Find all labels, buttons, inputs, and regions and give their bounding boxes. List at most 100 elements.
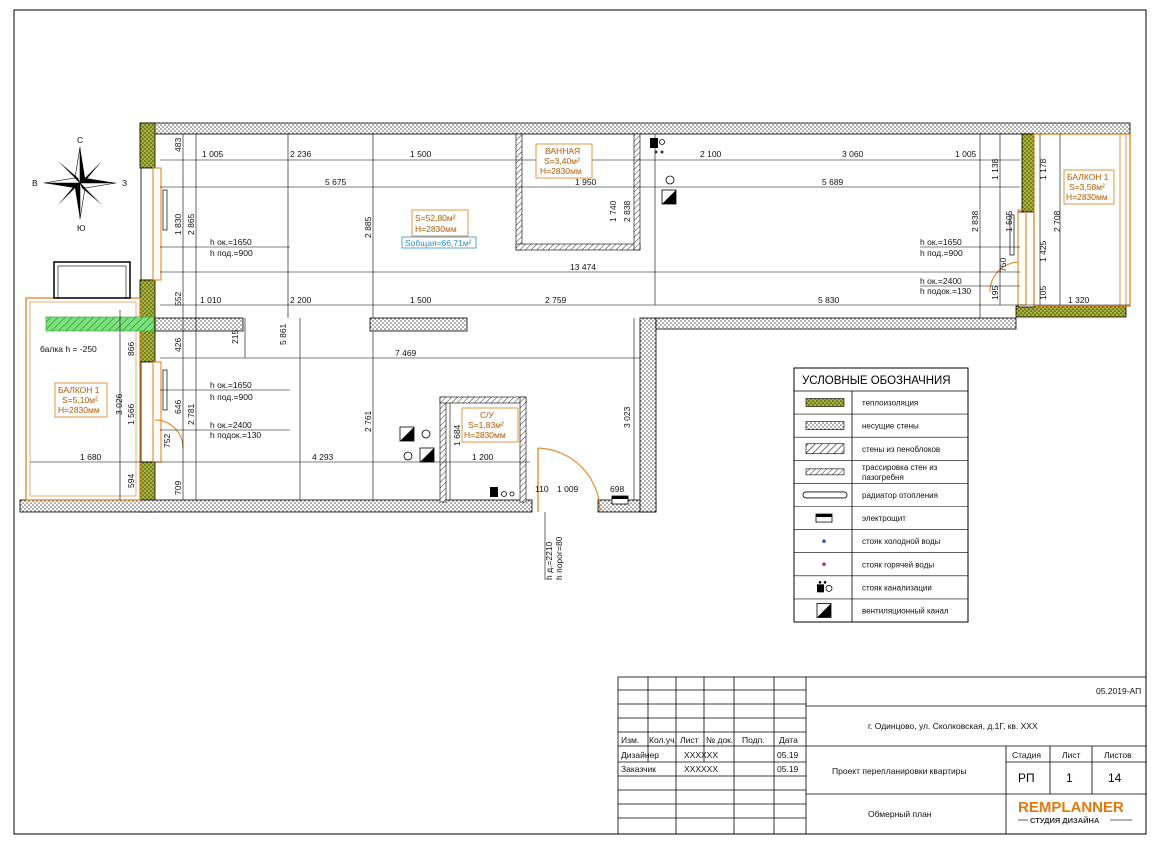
door-threshold-label: h порог=80 [554, 536, 564, 580]
svg-text:S=3,40м²: S=3,40м² [544, 156, 580, 166]
dim-r4-6: 1 320 [1068, 295, 1090, 305]
legend-title: УСЛОВНЫЕ ОБОЗНАЧНИЯ [802, 375, 951, 387]
dim-r3-1: 13 474 [570, 262, 596, 272]
address: г. Одинцово, ул. Сколковская, д.1Г, кв. … [868, 721, 1038, 731]
dim-r4-2: 2 200 [290, 295, 312, 305]
svg-text:752: 752 [162, 434, 172, 448]
svg-text:Подп.: Подп. [742, 735, 765, 745]
svg-text:S=5,10м²: S=5,10м² [62, 395, 98, 405]
svg-text:750: 750 [998, 258, 1008, 272]
radiator-icon [802, 491, 848, 499]
svg-text:ВАННАЯ: ВАННАЯ [545, 146, 580, 156]
svg-text:2 708: 2 708 [1052, 210, 1062, 232]
dim-r2-2: 1 950 [575, 177, 597, 187]
dim-r6-1: 1 680 [80, 452, 102, 462]
svg-text:h ок.=1650: h ок.=1650 [920, 237, 962, 247]
legend-item-label: трассировка стен из [862, 463, 938, 472]
svg-text:РП: РП [1018, 771, 1035, 785]
cold-water-riser-icon [822, 539, 826, 543]
svg-text:Кол.уч.: Кол.уч. [649, 735, 677, 745]
dim-r6-2: 4 293 [312, 452, 334, 462]
svg-text:H=2830мм: H=2830мм [415, 224, 457, 234]
dim-top-2: 2 236 [290, 149, 312, 159]
dim-top-1: 1 005 [202, 149, 224, 159]
svg-text:1 566: 1 566 [126, 403, 136, 425]
svg-text:215: 215 [230, 330, 240, 344]
legend: УСЛОВНЫЕ ОБОЗНАЧНИЯ теплоизоляция несущие… [793, 367, 969, 623]
ventilation-duct-icon [816, 603, 832, 618]
dim-r6-4: 110 [535, 484, 549, 494]
svg-text:h под.=900: h под.=900 [210, 392, 253, 402]
legend-item-label: вентиляционный канал [862, 606, 949, 615]
legend-item-label: пазогребня [862, 473, 904, 482]
room-label-main: S=52,80м² H=2830мм Sобщая=66,71м² [401, 209, 477, 249]
room-label-wc: С/У S=1,83м² H=2830мм [461, 407, 519, 443]
svg-text:14: 14 [1108, 771, 1122, 785]
svg-text:h ок.=2400: h ок.=2400 [210, 420, 252, 430]
svg-text:XXXXXX: XXXXXX [684, 764, 718, 774]
title-block [617, 676, 1147, 835]
dim-r4-1: 1 010 [200, 295, 222, 305]
legend-item-label: электрощит [862, 514, 906, 523]
sewer-riser-icon [817, 581, 833, 593]
dim-top-6: 1 005 [955, 149, 977, 159]
legend-item-label: стояк холодной воды [862, 537, 941, 546]
svg-text:3 023: 3 023 [622, 406, 632, 428]
svg-text:Изм.: Изм. [621, 735, 639, 745]
project-name: Проект перепланировки квартиры [832, 766, 967, 776]
svg-text:05.19: 05.19 [777, 750, 799, 760]
svg-text:H=2830мм: H=2830мм [540, 166, 582, 176]
svg-text:709: 709 [173, 481, 183, 495]
insulation-icon [805, 398, 845, 407]
svg-text:1 178: 1 178 [1038, 158, 1048, 180]
svg-text:№ док.: № док. [706, 735, 733, 745]
svg-text:1: 1 [1066, 771, 1073, 785]
svg-text:h ок.=2400: h ок.=2400 [920, 276, 962, 286]
legend-item-label: несущие стены [862, 422, 919, 431]
svg-text:1 684: 1 684 [452, 424, 462, 446]
svg-text:h ок.=1650: h ок.=1650 [210, 380, 252, 390]
sheet-name: Обмерный план [868, 809, 932, 819]
door-height-label: h д.=2210 [544, 541, 554, 580]
walls [19, 122, 1131, 513]
svg-text:2 865: 2 865 [186, 213, 196, 235]
svg-text:05.19: 05.19 [777, 764, 799, 774]
room-label-balcony-left: БАЛКОН 1 S=5,10м² H=2830мм [54, 382, 108, 418]
legend-item-label: радиатор отопления [862, 491, 938, 500]
partition-trace-icon [805, 468, 845, 476]
svg-text:H=2830мм: H=2830мм [464, 430, 506, 440]
svg-text:h подок.=130: h подок.=130 [920, 286, 971, 296]
svg-text:Дизайнер: Дизайнер [621, 750, 659, 760]
logo-subtitle: СТУДИЯ ДИЗАЙНА [1030, 816, 1100, 825]
legend-item-label: стояк горячей воды [862, 560, 934, 569]
bearing-wall-icon [805, 421, 845, 430]
hot-water-riser-icon [822, 562, 826, 567]
dim-r6-5: 1 009 [557, 484, 579, 494]
svg-text:Стадия: Стадия [1012, 750, 1041, 760]
dim-r6-6: 698 [610, 484, 624, 494]
svg-text:Заказчик: Заказчик [621, 764, 656, 774]
svg-text:426: 426 [173, 338, 183, 352]
svg-text:Лист: Лист [680, 735, 699, 745]
svg-text:БАЛКОН 1: БАЛКОН 1 [58, 385, 100, 395]
compass-south: Ю [77, 223, 86, 233]
svg-text:h ок.=1650: h ок.=1650 [210, 237, 252, 247]
svg-text:Дата: Дата [779, 735, 798, 745]
svg-text:1 138: 1 138 [990, 158, 1000, 180]
dim-r5-1: 7 469 [395, 348, 417, 358]
legend-item-label: теплоизоляция [862, 399, 918, 408]
svg-text:H=2830мм: H=2830мм [58, 405, 100, 415]
window-labels: h ок.=1650 h под.=900 h ок.=1650 h под.=… [40, 237, 971, 580]
svg-text:h подок.=130: h подок.=130 [210, 430, 261, 440]
svg-text:2 885: 2 885 [363, 216, 373, 238]
dim-top-4: 2 100 [700, 149, 722, 159]
compass-north: С [77, 135, 83, 145]
dim-r4-3: 1 500 [410, 295, 432, 305]
svg-text:195: 195 [990, 286, 1000, 300]
svg-text:1 505: 1 505 [1004, 210, 1014, 232]
svg-text:Листов: Листов [1104, 750, 1132, 760]
dim-r4-4: 2 759 [545, 295, 567, 305]
horizontal-dimensions: 1 005 2 236 1 500 2 100 3 060 1 005 5 67… [80, 149, 1090, 494]
dim-r2-1: 5 675 [325, 177, 347, 187]
